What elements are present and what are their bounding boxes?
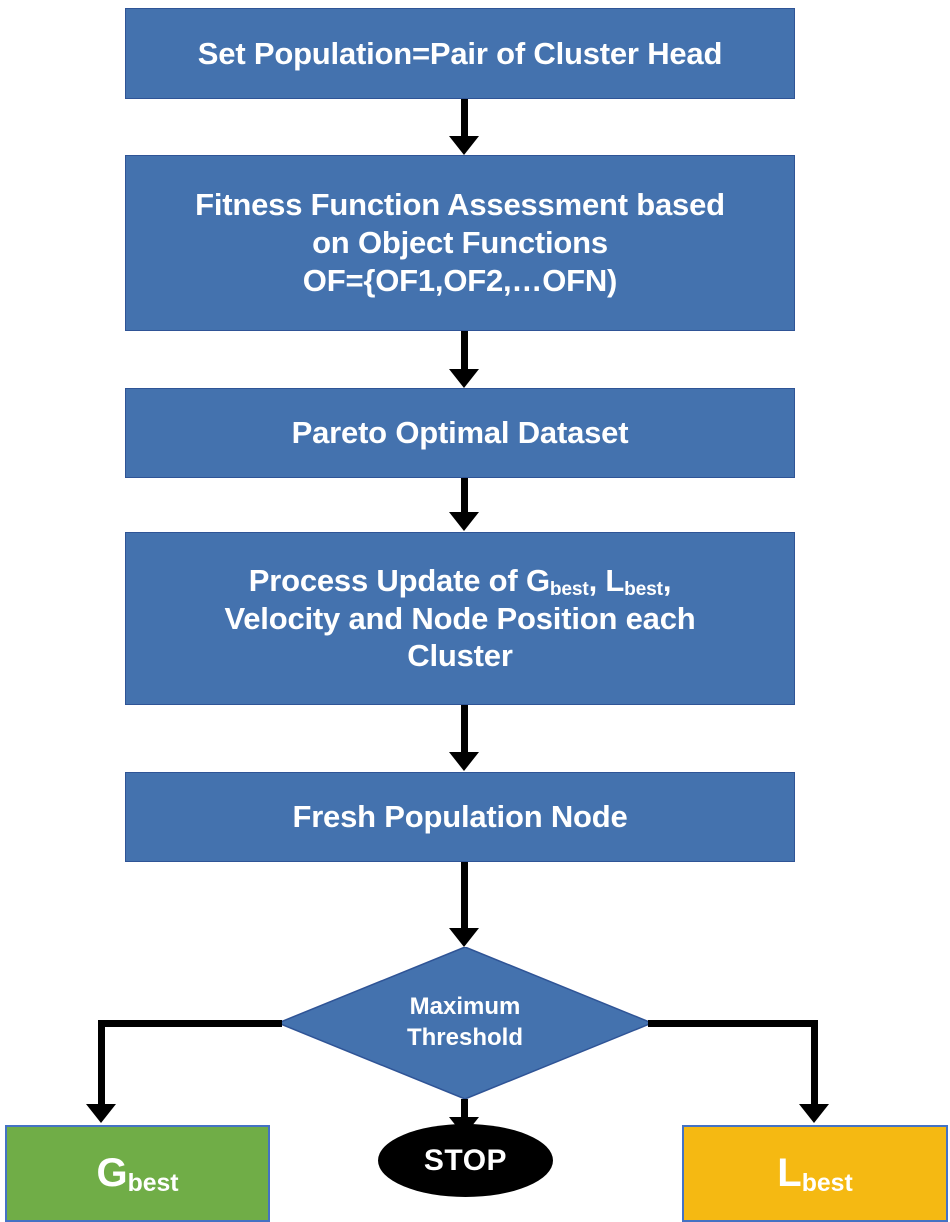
node-set-population-label: Set Population=Pair of Cluster Head: [197, 35, 723, 71]
connector-4-shaft: [461, 705, 468, 755]
node-set-population[interactable]: Set Population=Pair of Cluster Head: [125, 8, 795, 99]
connector-5-arrowhead: [449, 928, 479, 947]
node-fresh-population-label: Fresh Population Node: [292, 799, 628, 835]
node-lbest-letter: L: [777, 1151, 802, 1195]
connector-4-arrowhead: [449, 752, 479, 771]
fitness-line-3: OF={OF1,OF2,…OFN): [302, 262, 618, 298]
node-process-update-label: Process Update of Gbest, Lbest, Velocity…: [138, 562, 782, 675]
process-update-line-1-post: ,: [662, 562, 672, 598]
node-gbest-letter: G: [96, 1151, 128, 1195]
connector-1-arrowhead: [449, 136, 479, 155]
connector-2-arrowhead: [449, 369, 479, 388]
node-fitness-assessment-label: Fitness Function Assessment based on Obj…: [138, 186, 782, 299]
diamond-shape: [278, 947, 652, 1099]
node-process-update[interactable]: Process Update of Gbest, Lbest, Velocity…: [125, 532, 795, 705]
process-update-line-1-pre: Process Update of G: [248, 562, 550, 598]
connector-left-vertical: [98, 1020, 105, 1106]
fitness-line-2: on Object Functions: [312, 225, 608, 261]
node-fresh-population[interactable]: Fresh Population Node: [125, 772, 795, 862]
maximum-threshold-line-1: Maximum: [409, 993, 521, 1021]
connector-3-arrowhead: [449, 512, 479, 531]
connector-1-shaft: [461, 99, 468, 139]
node-stop-label: STOP: [423, 1143, 508, 1177]
process-update-sub-lbest: best: [624, 579, 663, 600]
node-fitness-assessment[interactable]: Fitness Function Assessment based on Obj…: [125, 155, 795, 331]
node-gbest-label: Gbest: [96, 1151, 179, 1198]
connector-right-vertical: [811, 1020, 818, 1106]
node-lbest[interactable]: Lbest: [682, 1125, 948, 1222]
node-gbest[interactable]: Gbest: [5, 1125, 270, 1222]
node-stop[interactable]: STOP: [378, 1124, 553, 1197]
node-lbest-label: Lbest: [777, 1151, 853, 1198]
connector-left-arrowhead: [86, 1104, 116, 1123]
node-pareto-dataset[interactable]: Pareto Optimal Dataset: [125, 388, 795, 478]
process-update-line-3: Cluster: [407, 638, 513, 674]
node-gbest-subscript: best: [127, 1170, 179, 1198]
node-maximum-threshold[interactable]: Maximum Threshold: [278, 947, 652, 1099]
connector-right-horizontal: [648, 1020, 818, 1027]
node-lbest-subscript: best: [801, 1170, 853, 1198]
process-update-line-2: Velocity and Node Position each: [224, 600, 696, 636]
maximum-threshold-line-2: Threshold: [406, 1024, 523, 1051]
process-update-sub-gbest: best: [549, 579, 589, 600]
connector-right-arrowhead: [799, 1104, 829, 1123]
connector-5-shaft: [461, 862, 468, 940]
connector-left-horizontal: [98, 1020, 282, 1027]
connector-center-shaft: [461, 1099, 468, 1129]
node-maximum-threshold-label: Maximum Threshold: [278, 947, 652, 1099]
process-update-line-1-mid: , L: [588, 562, 625, 598]
process-update-line-1: Process Update of Gbest, Lbest,: [138, 562, 782, 600]
connector-2-shaft: [461, 331, 468, 373]
fitness-line-1: Fitness Function Assessment based: [195, 187, 725, 223]
node-pareto-dataset-label: Pareto Optimal Dataset: [291, 415, 629, 451]
connector-3-shaft: [461, 478, 468, 516]
